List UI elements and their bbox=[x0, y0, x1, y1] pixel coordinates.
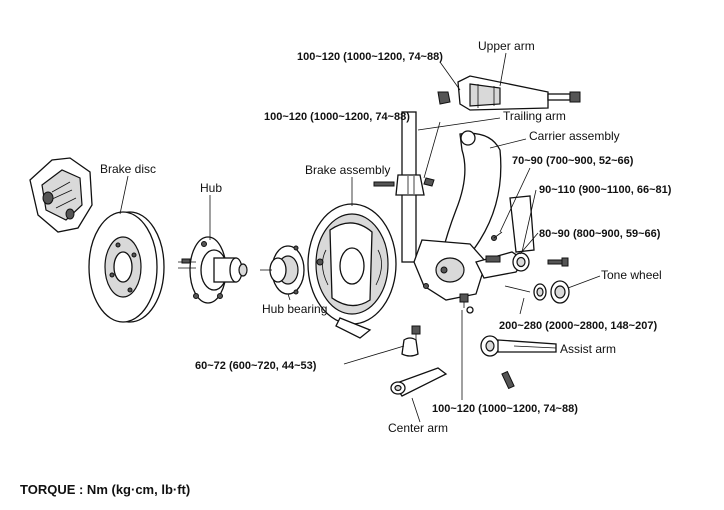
torque-center-arm-bolt: 100~120 (1000~1200, 74~88) bbox=[432, 403, 578, 415]
torque-assist-arm-bolt: 200~280 (2000~2800, 148~207) bbox=[499, 320, 657, 332]
torque-carrier-bolt-1: 70~90 (700~900, 52~66) bbox=[512, 155, 634, 167]
lower-bolt bbox=[459, 293, 474, 314]
label-upper-arm: Upper arm bbox=[478, 39, 535, 53]
torque-carrier-bolt-3: 80~90 (800~900, 59~66) bbox=[539, 228, 661, 240]
brake-assembly bbox=[307, 203, 397, 339]
center-arm bbox=[390, 325, 448, 397]
assist-arm bbox=[480, 335, 557, 390]
torque-hub-bearing-nut: 60~72 (600~720, 44~53) bbox=[195, 360, 317, 372]
carrier-assembly bbox=[413, 130, 535, 301]
trailing-arm bbox=[373, 111, 435, 263]
label-center-arm: Center arm bbox=[388, 421, 448, 435]
label-brake-assembly: Brake assembly bbox=[305, 163, 390, 177]
torque-units-legend: TORQUE : Nm (kg·cm, lb·ft) bbox=[20, 482, 190, 497]
hub bbox=[178, 236, 248, 304]
torque-upper-arm-bolt: 100~120 (1000~1200, 74~88) bbox=[297, 51, 443, 63]
label-tone-wheel: Tone wheel bbox=[601, 268, 662, 282]
label-hub-bearing: Hub bearing bbox=[262, 302, 327, 316]
torque-trailing-arm-bolt: 100~120 (1000~1200, 74~88) bbox=[264, 111, 410, 123]
carrier-bolts bbox=[485, 252, 569, 272]
label-brake-disc: Brake disc bbox=[100, 162, 156, 176]
upper-arm bbox=[437, 75, 581, 111]
brake-caliper bbox=[29, 157, 93, 233]
label-hub: Hub bbox=[200, 181, 222, 195]
label-assist-arm: Assist arm bbox=[560, 342, 616, 356]
leader-lines bbox=[119, 52, 601, 423]
label-carrier-assembly: Carrier assembly bbox=[529, 129, 620, 143]
label-trailing-arm: Trailing arm bbox=[503, 109, 566, 123]
torque-carrier-bolt-2: 90~110 (900~1100, 66~81) bbox=[539, 184, 672, 196]
tone-wheel bbox=[504, 280, 570, 304]
brake-disc bbox=[88, 211, 165, 323]
hub-bearing bbox=[260, 245, 305, 295]
